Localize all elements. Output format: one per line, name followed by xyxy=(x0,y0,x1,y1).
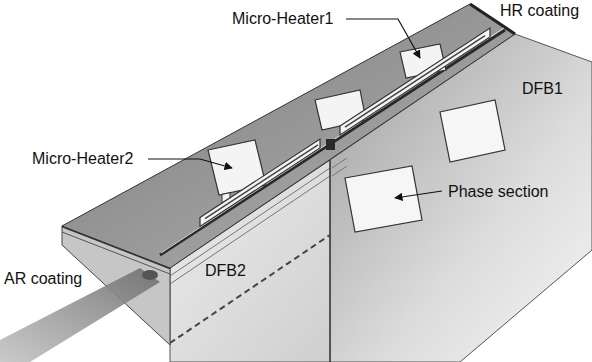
dfb1-pad xyxy=(440,100,505,162)
part-label: Phase section xyxy=(448,183,549,201)
section-cut xyxy=(329,160,331,362)
phase-pad xyxy=(345,166,422,232)
layer-line xyxy=(332,158,347,168)
leader-line xyxy=(346,19,420,58)
layer-line xyxy=(332,166,347,176)
part-label: Micro-Heater1 xyxy=(232,10,333,28)
top-surface xyxy=(62,4,515,268)
part-label: AR coating xyxy=(4,270,82,288)
ridge-highlight xyxy=(161,28,504,253)
beam-spot xyxy=(142,270,158,280)
part-label: HR coating xyxy=(500,2,579,20)
heater-strip xyxy=(200,139,320,226)
output-beam xyxy=(0,268,160,362)
phase-cut-block xyxy=(326,139,335,150)
leader-line xyxy=(148,159,232,168)
heater-pad xyxy=(315,90,366,130)
part-label: DFB2 xyxy=(205,262,246,280)
part-label: Micro-Heater2 xyxy=(32,150,133,168)
leader-line xyxy=(395,191,442,198)
part-label: DFB1 xyxy=(522,80,563,98)
heater-slot xyxy=(205,145,318,219)
ridge-waveguide xyxy=(160,30,505,255)
